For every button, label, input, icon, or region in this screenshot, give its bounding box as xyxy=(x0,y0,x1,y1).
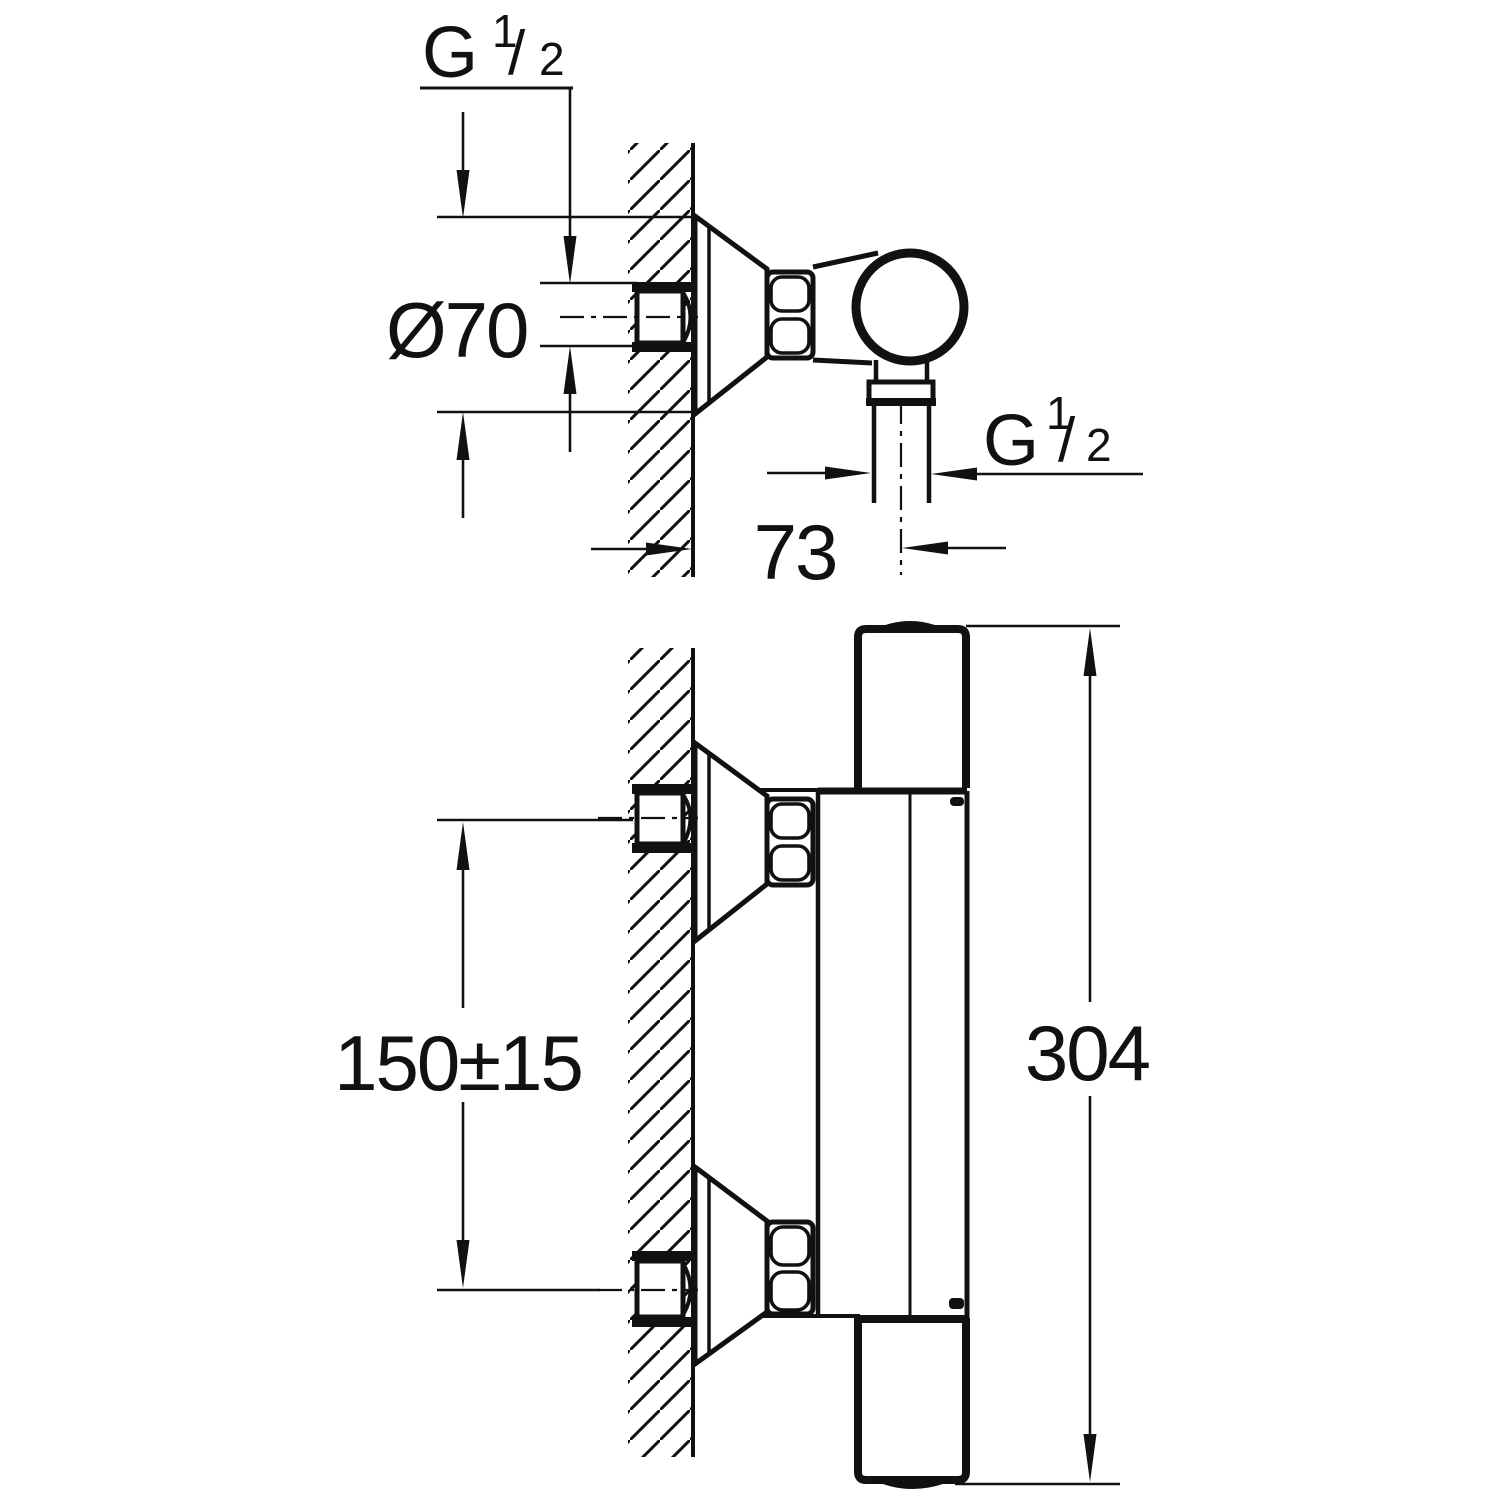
arrowhead-down xyxy=(456,170,470,218)
lower-side-view xyxy=(437,621,1120,1489)
arrowhead-right xyxy=(825,466,871,480)
dimension-labels: G 1 / 2 Ø70 73 G 1 / 2 150±15 304 xyxy=(334,5,1152,1107)
fraction-slash: / xyxy=(508,19,526,88)
escutcheon-top-view xyxy=(692,211,770,420)
arrowhead-up xyxy=(456,412,470,460)
hex-nut xyxy=(764,796,816,888)
bottom-cap xyxy=(854,1318,970,1484)
label-inlet-spacing: 150±15 xyxy=(334,1019,582,1107)
inlet-fitting-flange xyxy=(632,342,691,352)
body-clip-detail xyxy=(950,797,964,806)
valve-body-edge xyxy=(812,357,873,366)
hex-nut-facet xyxy=(769,317,811,355)
arrowhead-up xyxy=(563,346,577,394)
arrowhead-down xyxy=(563,236,577,284)
thread-denominator: 2 xyxy=(1086,419,1112,471)
wall-hatching-top xyxy=(628,143,693,577)
escutcheon-upper xyxy=(692,738,770,947)
cap-grip-detail xyxy=(962,1384,969,1404)
label-inlet-thread: G 1 / 2 xyxy=(422,5,565,93)
label-outlet-thread: G 1 / 2 xyxy=(983,387,1112,481)
thread-numerator: 1 xyxy=(1046,387,1072,439)
temperature-knob-profile xyxy=(851,248,969,366)
thread-letter: G xyxy=(983,401,1037,481)
hex-nut-facet xyxy=(769,1270,811,1312)
arrowhead-left xyxy=(931,467,977,481)
wall-hatching-bottom xyxy=(628,648,693,1457)
top-cap xyxy=(854,625,970,788)
cap-grip-detail xyxy=(962,1420,970,1468)
top-cap-dome xyxy=(883,621,937,631)
body-clip-detail xyxy=(949,1298,964,1309)
arrowhead-down xyxy=(456,1240,470,1288)
thread-numerator: 1 xyxy=(492,5,518,57)
label-overall-height: 304 xyxy=(1025,1009,1150,1097)
hex-nut-facet xyxy=(769,1225,811,1267)
arrowhead-up xyxy=(1083,628,1097,676)
inlet-fitting-flange xyxy=(632,784,691,794)
arrowhead-down xyxy=(1083,1434,1097,1482)
label-wall-to-outlet: 73 xyxy=(754,508,837,596)
hex-nut xyxy=(764,1219,816,1317)
escutcheon-lower xyxy=(692,1162,770,1369)
arrowhead-right xyxy=(646,542,692,556)
thread-denominator: 2 xyxy=(539,33,565,85)
bottom-cap-dome xyxy=(881,1478,945,1489)
arrowhead-left xyxy=(902,541,948,555)
valve-body-edge xyxy=(812,250,879,270)
arrowhead-up xyxy=(456,822,470,870)
inlet-fitting-flange xyxy=(632,1317,691,1327)
hex-nut xyxy=(764,269,816,361)
upper-side-view xyxy=(420,86,1143,577)
label-escutcheon-diameter: Ø70 xyxy=(386,286,527,374)
inlet-fitting-flange xyxy=(632,843,691,853)
inlet-fitting-flange xyxy=(632,282,691,292)
cap-grip-detail xyxy=(962,643,969,663)
inlet-fitting-flange xyxy=(632,1251,691,1261)
fraction-slash: / xyxy=(1058,406,1076,475)
hex-nut-facet xyxy=(769,275,811,313)
hex-nut-facet xyxy=(769,844,811,882)
thread-letter: G xyxy=(422,13,476,93)
hex-nut-facet xyxy=(769,802,811,840)
cap-grip-detail xyxy=(962,677,970,725)
